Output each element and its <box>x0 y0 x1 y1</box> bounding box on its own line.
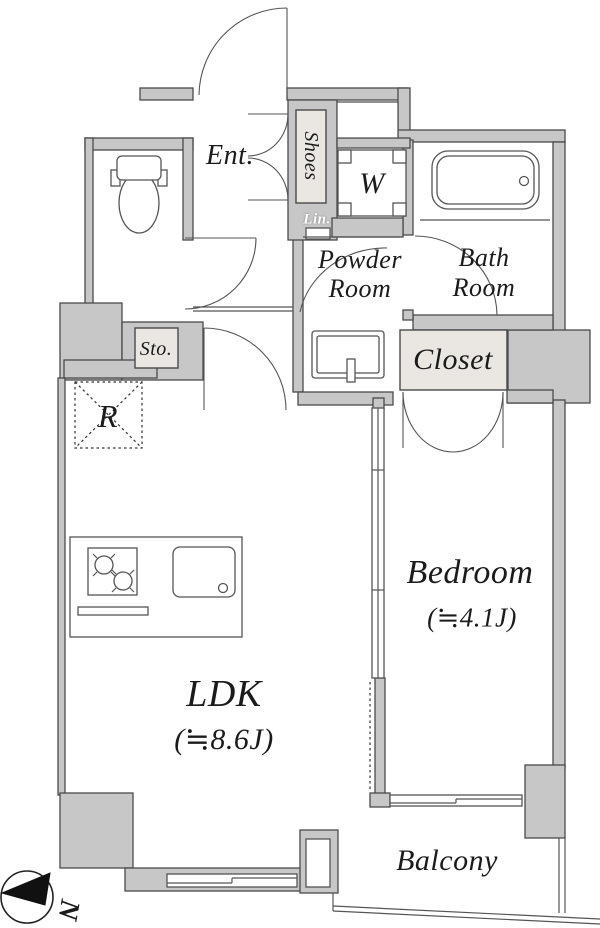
ldk-window <box>166 873 298 888</box>
entry-door-icon <box>198 7 288 96</box>
pillar-inset <box>305 838 331 888</box>
balcony-sliding-door <box>389 794 523 807</box>
label-linen: Lin. <box>303 211 331 228</box>
label-refrigerator: R <box>97 398 119 434</box>
label-entrance: Ent. <box>206 140 254 171</box>
label-bath-room-2: Room <box>452 273 516 302</box>
label-powder-room-1: Powder <box>318 245 402 274</box>
kitchen-counter-icon <box>69 536 243 638</box>
toilet-door-icon <box>184 237 257 310</box>
balcony-edge <box>332 838 600 925</box>
linen-shelf <box>305 227 331 240</box>
shoes-cabinet-doors-icon <box>247 113 289 201</box>
powder-room-door-icon <box>299 247 388 313</box>
label-bedroom: Bedroom <box>406 554 534 591</box>
bathtub-icon <box>431 150 540 210</box>
label-balcony: Balcony <box>396 844 498 877</box>
label-closet: Closet <box>413 343 493 376</box>
entrance-step-line <box>193 306 293 312</box>
label-ldk: LDK <box>186 673 262 715</box>
refrigerator-space-icon <box>74 381 143 449</box>
closet-doors-icon <box>402 391 504 453</box>
label-storage: Sto. <box>139 338 173 360</box>
label-north: N <box>51 897 86 923</box>
compass-icon <box>0 870 54 924</box>
closet-box <box>399 329 508 391</box>
toilet-icon <box>110 155 168 234</box>
pipe-shaft <box>336 101 399 139</box>
washer-pan-icon <box>337 149 407 217</box>
label-ldk-size: (≒8.6J) <box>174 723 274 756</box>
label-washer: W <box>359 167 385 200</box>
label-powder-room-2: Room <box>328 274 392 303</box>
bath-door-icon <box>414 235 498 316</box>
hall-door-icon <box>203 327 287 411</box>
storage-box <box>134 327 179 369</box>
sliding-partition <box>369 407 385 790</box>
shoes-cabinet <box>295 109 327 204</box>
label-bedroom-size: (≒4.1J) <box>427 602 517 633</box>
washbasin-icon <box>311 330 385 383</box>
label-shoes: Shoes <box>300 131 322 181</box>
label-bath-room-1: Bath <box>458 243 510 272</box>
